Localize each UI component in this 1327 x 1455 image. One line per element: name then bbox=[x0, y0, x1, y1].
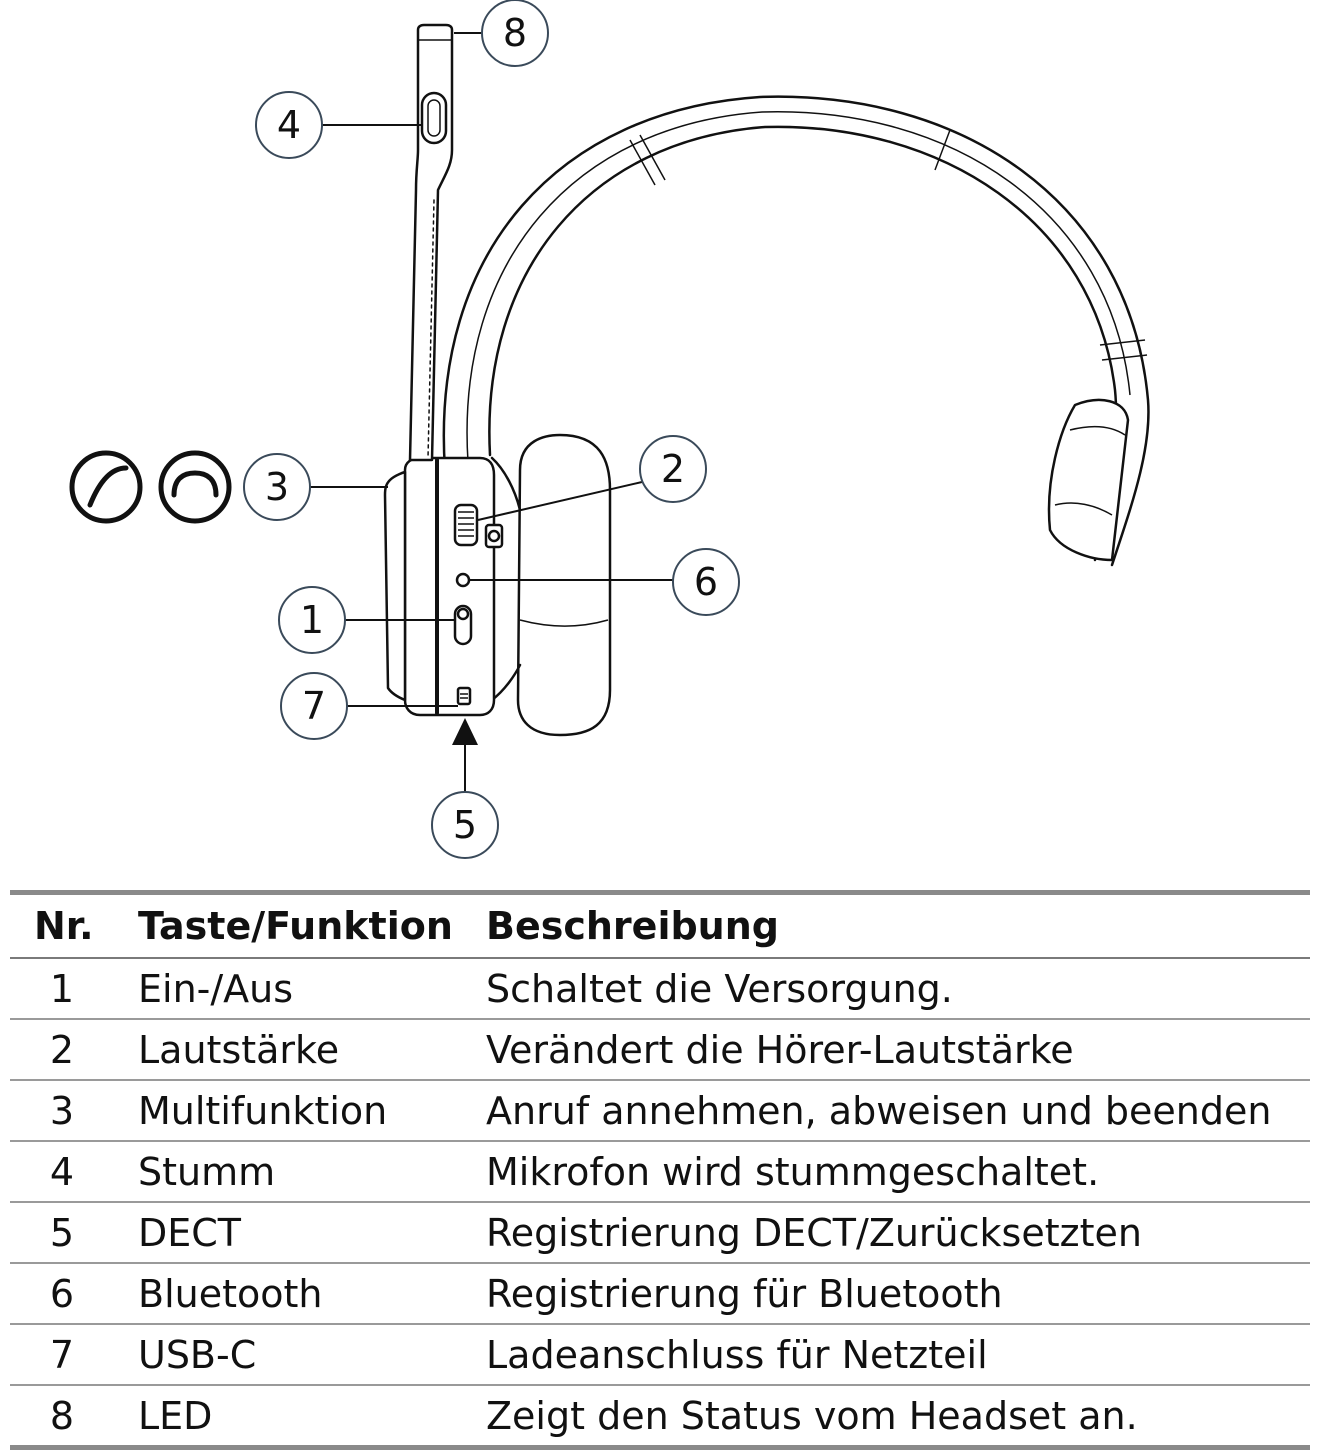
table-row: 3 Multifunktion Anruf annehmen, abweisen… bbox=[10, 1080, 1310, 1141]
function-table: Nr. Taste/Funktion Beschreibung 1 Ein-/A… bbox=[10, 890, 1310, 1450]
svg-text:5: 5 bbox=[453, 803, 477, 847]
header-function: Taste/Funktion bbox=[138, 904, 453, 948]
header-description: Beschreibung bbox=[486, 904, 779, 948]
call-accept-icon bbox=[69, 450, 143, 524]
row-nr: 5 bbox=[49, 1210, 75, 1255]
callout-2: 2 bbox=[639, 435, 707, 503]
row-function: Ein-/Aus bbox=[138, 966, 294, 1011]
callout-6: 6 bbox=[672, 548, 740, 616]
row-function: Stumm bbox=[138, 1149, 276, 1194]
callout-7: 7 bbox=[280, 672, 348, 740]
callout-1: 1 bbox=[278, 586, 346, 654]
table-header-row: Nr. Taste/Funktion Beschreibung bbox=[10, 895, 1310, 958]
table-bottom-rule bbox=[10, 1445, 1310, 1450]
earcup-housing bbox=[383, 456, 504, 717]
callout-3: 3 bbox=[243, 453, 311, 521]
table-row: 5 DECT Registrierung DECT/Zurücksetzten bbox=[10, 1202, 1310, 1263]
svg-text:2: 2 bbox=[661, 447, 685, 491]
row-function: LED bbox=[138, 1393, 213, 1438]
leader-lines bbox=[308, 32, 673, 793]
microphone-boom bbox=[408, 23, 454, 462]
headband bbox=[442, 95, 1150, 567]
svg-text:3: 3 bbox=[265, 465, 289, 509]
table-row: 1 Ein-/Aus Schaltet die Versorgung. bbox=[10, 958, 1310, 1019]
row-nr: 4 bbox=[49, 1149, 75, 1194]
row-function: Lautstärke bbox=[138, 1027, 340, 1072]
arrow-up-icon bbox=[452, 718, 478, 745]
row-nr: 3 bbox=[49, 1088, 75, 1133]
callout-8: 8 bbox=[481, 0, 549, 67]
table-row: 7 USB-C Ladeanschluss für Netzteil bbox=[10, 1324, 1310, 1385]
table-top-rule bbox=[10, 890, 1310, 895]
call-end-icon bbox=[158, 450, 232, 524]
row-description: Registrierung DECT/Zurücksetzten bbox=[486, 1210, 1142, 1255]
ear-cushion bbox=[490, 433, 612, 737]
row-function: DECT bbox=[138, 1210, 242, 1255]
row-function: USB-C bbox=[138, 1332, 257, 1377]
row-nr: 2 bbox=[49, 1027, 75, 1072]
row-nr: 8 bbox=[49, 1393, 75, 1438]
header-nr: Nr. bbox=[34, 904, 94, 948]
row-nr: 1 bbox=[49, 966, 75, 1011]
table-row: 4 Stumm Mikrofon wird stummgeschaltet. bbox=[10, 1141, 1310, 1202]
svg-text:6: 6 bbox=[694, 560, 718, 604]
row-description: Anruf annehmen, abweisen und beenden bbox=[486, 1088, 1272, 1133]
row-function: Multifunktion bbox=[138, 1088, 388, 1133]
row-nr: 7 bbox=[49, 1332, 75, 1377]
row-description: Ladeanschluss für Netzteil bbox=[486, 1332, 988, 1377]
svg-text:1: 1 bbox=[300, 598, 324, 642]
svg-text:4: 4 bbox=[277, 103, 301, 147]
row-description: Verändert die Hörer-Lautstärke bbox=[486, 1027, 1074, 1072]
row-function: Bluetooth bbox=[138, 1271, 323, 1316]
svg-text:8: 8 bbox=[503, 11, 527, 55]
svg-text:7: 7 bbox=[302, 684, 326, 728]
callout-5: 5 bbox=[431, 791, 499, 859]
row-nr: 6 bbox=[49, 1271, 75, 1316]
callout-4: 4 bbox=[255, 91, 323, 159]
row-description: Schaltet die Versorgung. bbox=[486, 966, 953, 1011]
table-row: 8 LED Zeigt den Status vom Headset an. bbox=[10, 1385, 1310, 1445]
headset-diagram: 8 4 3 2 6 1 7 5 bbox=[69, 0, 1150, 859]
row-description: Mikrofon wird stummgeschaltet. bbox=[486, 1149, 1100, 1194]
button-function-table: Nr. Taste/Funktion Beschreibung 1 Ein-/A… bbox=[10, 895, 1310, 1445]
table-row: 2 Lautstärke Verändert die Hörer-Lautstä… bbox=[10, 1019, 1310, 1080]
table-row: 6 Bluetooth Registrierung für Bluetooth bbox=[10, 1263, 1310, 1324]
row-description: Zeigt den Status vom Headset an. bbox=[486, 1393, 1138, 1438]
row-description: Registrierung für Bluetooth bbox=[486, 1271, 1003, 1316]
